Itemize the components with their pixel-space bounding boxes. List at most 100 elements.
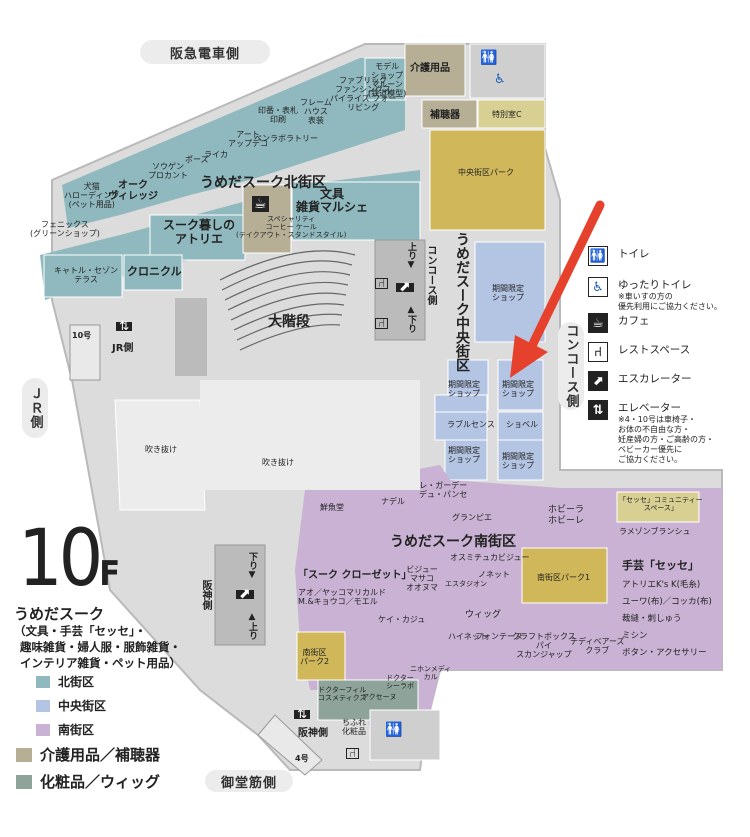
legend-swatch xyxy=(16,747,32,762)
hinet-label: ハイネット xyxy=(448,632,488,641)
legend-cosme: 化粧品／ウィッグ xyxy=(16,771,160,792)
rabusu-label: ラブルセンス xyxy=(447,420,495,429)
kaigo-shop xyxy=(404,43,466,97)
floor-desc-3: インテリア雑貨・ペット用品） xyxy=(20,656,181,670)
legend-central: 中央街区 xyxy=(36,697,106,714)
inu-label: 犬猫ハローディング(ペット用品) xyxy=(64,182,120,209)
chuo-park-label: 中央街区パーク xyxy=(458,168,514,177)
jr-elevator-column xyxy=(69,324,101,381)
kei-label: ケイ・カジュ xyxy=(378,615,426,624)
icon-legend-rest: ⑁ レストスペース xyxy=(588,342,690,362)
fukinuke-void-left xyxy=(114,399,206,511)
chuo-park xyxy=(429,129,546,231)
phoenix-label: フェニックス(グリーンショップ) xyxy=(30,220,100,238)
fukinuke-label-2: 吹き抜け xyxy=(262,458,294,467)
bijou-label: オスミチュカビジュー xyxy=(450,553,530,562)
concourse-side-label: コンコース側 xyxy=(558,322,584,410)
doctor-label: ドクターフィルコスメティクス xyxy=(318,686,367,702)
nangai-park2 xyxy=(296,631,346,681)
escalator-up-label[interactable]: 上り▼ xyxy=(406,242,416,270)
souk-closet-label: 「スーク クローゼット」 xyxy=(298,570,412,581)
daikaidan-label: 大階段 xyxy=(268,314,310,330)
acces-label: アクセーヌ xyxy=(362,693,397,701)
kikan-label-3: 期間限定ショップ xyxy=(448,380,480,398)
legend-south: 南街区 xyxy=(36,721,94,738)
icon-legend-escalator: ⬈ エスカレーター xyxy=(588,371,692,391)
oak-label: オークヴィレッジ xyxy=(108,180,158,202)
kikan-shop-2 xyxy=(497,359,544,411)
rest-space-icon: ⑁ xyxy=(588,342,608,362)
kikan-shop-1 xyxy=(474,241,546,343)
south-block xyxy=(295,465,722,735)
chronicle-shop xyxy=(123,254,183,291)
icon-legend-toilet: 🚻 トイレ xyxy=(588,246,650,266)
kikan-label-4: 期間限定ショップ xyxy=(448,446,480,464)
central-area-label: うめだスーク中央街区 xyxy=(454,232,470,372)
kikan-label-5: 期間限定ショップ xyxy=(502,452,534,470)
sesse-community xyxy=(616,491,700,523)
toilet-block-top xyxy=(469,43,546,99)
hobby-label: ホビーラホビーレ xyxy=(548,505,585,526)
nangai-park1-label: 南街区パーク1 xyxy=(537,573,591,582)
chronicle-label: クロニクル xyxy=(127,265,182,278)
fukinuke-label-1: 吹き抜け xyxy=(145,445,177,454)
tokubetsu-room xyxy=(477,99,546,129)
escalator-down-label[interactable]: ▲下り xyxy=(406,305,416,333)
hanshin-side-map-label-2: 阪神側 xyxy=(298,728,328,739)
toilet-icon-top: 🚻 xyxy=(480,50,498,66)
sougen-label: ソウゲンプロカント xyxy=(148,162,188,180)
floor-number: 10F xyxy=(18,514,121,604)
kurashi-label: スーク暮しのアトリエ xyxy=(163,218,236,246)
sesse-comm-label: 「セッセ」コミュニティースペース」 xyxy=(619,496,703,512)
hochouki-shop xyxy=(421,99,478,129)
hanshin-side-map-label: 阪神側 xyxy=(200,580,211,610)
nangai-park2-label: 南街区パーク2 xyxy=(300,648,330,666)
bunmaru-label: 文具雑貨マルシェ xyxy=(296,187,369,214)
chihiro-label: ちふれ化粧品 xyxy=(342,718,366,736)
elevator-icon: ⇅ xyxy=(588,400,608,420)
kurashi-shop xyxy=(149,214,246,261)
kikan-label-1: 期間限定ショップ xyxy=(492,284,524,302)
legend-swatch xyxy=(36,699,50,712)
ev-4-label: 4号 xyxy=(295,754,309,763)
kaigo-label: 介護用品 xyxy=(410,63,450,74)
hankyu-side-label: 阪急電車側 xyxy=(140,40,270,64)
model-shop xyxy=(364,57,406,101)
legend-swatch xyxy=(16,774,32,789)
art-label: アートアップデコ xyxy=(228,130,268,148)
accessible-toilet-icon-top: ♿ xyxy=(494,72,506,87)
escalator-icon: ⬈ xyxy=(588,371,608,391)
fukinuke-void-center xyxy=(200,380,420,490)
kikan-label-2: 期間限定ショップ xyxy=(502,380,534,398)
shoberu-shop xyxy=(497,411,544,441)
legend-north: 北街区 xyxy=(36,673,94,690)
wig-label: ウィッグ xyxy=(465,610,502,620)
escalator-down-label-south[interactable]: 下り▼ xyxy=(247,552,257,580)
bunmaru-shop xyxy=(291,181,421,241)
sesse-items: アトリエK's K(毛糸)ユーワ(布)／コッカ(布)裁縫・刺しゅう ミシンボタン… xyxy=(622,580,712,658)
kikan-shop-6 xyxy=(497,439,544,481)
accessible-toilet-icon: ♿ xyxy=(588,277,608,297)
granpie-label: グランピエ xyxy=(452,513,492,522)
model-label: モデルショップマルーン(鉄道模型) xyxy=(368,62,407,98)
ramen-label: ラメゾンブランシュ xyxy=(619,527,691,536)
escalator-icon-central: ⬈ xyxy=(396,280,414,294)
escalator-up-label-south[interactable]: ▲上り xyxy=(247,612,257,640)
kikan-shop-5 xyxy=(444,439,488,481)
stair-side-block xyxy=(175,298,207,376)
hanshin-elevator-column xyxy=(257,714,323,776)
red-arrow xyxy=(510,200,605,378)
south-area-label: うめだスーク南街区 xyxy=(390,534,516,550)
toilet-icon: 🚻 xyxy=(588,246,608,266)
rest-icon-central-1: ⑁ xyxy=(375,277,389,289)
floor-desc-1: （文具・手芸「セッセ」・ xyxy=(14,624,147,638)
sesse-label: 手芸「セッセ」 xyxy=(622,559,699,572)
pose-label: ポーズ xyxy=(185,155,209,164)
pen-label: ペンラボラトリー xyxy=(254,134,318,143)
floor-desc-2: 趣味雑貨・婦人服・服飾雑貨・ xyxy=(20,640,181,654)
inpan-label: 印番・表札印刷 xyxy=(258,106,298,124)
legend-kaigo: 介護用品／補聴器 xyxy=(16,744,160,765)
jr-side-map-label: JR側 xyxy=(112,343,134,354)
